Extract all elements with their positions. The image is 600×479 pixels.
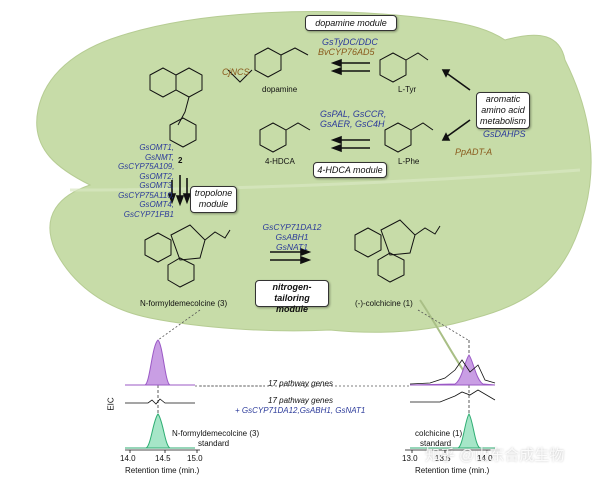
right-trace-row2 (410, 389, 496, 403)
dopamine-module-box: dopamine module (305, 15, 397, 31)
enzyme-adt: PpADT-A (455, 147, 493, 157)
left-trace-row2 (125, 398, 195, 405)
right-peak-std (410, 413, 495, 449)
label-lphe: L-Phe (398, 157, 420, 166)
tick-left-0: 14.0 (120, 454, 136, 463)
nfdc-ring-c (167, 257, 195, 288)
tropolone-module-box: tropolone module (190, 186, 237, 213)
label-dopamine: dopamine (262, 85, 298, 94)
dopamine-module-label: dopamine module (315, 18, 387, 28)
nfdc-ring-a (144, 232, 172, 263)
ltyr-ring (379, 52, 407, 83)
hdca-module-label: 4-HDCA module (317, 165, 383, 175)
cpd2-ring-b (175, 67, 203, 98)
nitrogen-module-box: nitrogen-tailoring module (255, 280, 329, 314)
tick-right-2: 14.0 (477, 454, 493, 463)
nfdc-ring-b (170, 224, 206, 261)
right-trace-row1 (409, 359, 496, 385)
tropolone-module-label-1: tropolone (194, 188, 233, 198)
dotted-connectors (157, 309, 469, 387)
row2-label-1: 17 pathway genes (268, 396, 333, 405)
label-compound-2: 2 (178, 156, 183, 165)
left-peak-row1 (125, 339, 195, 386)
label-4hdca: 4-HDCA (265, 157, 295, 166)
lphe-ring (384, 122, 412, 153)
enzyme-aer-c4h: GsAER, GsC4H (320, 119, 385, 129)
label-ltyr: L-Tyr (398, 85, 417, 94)
left-peak-std (125, 413, 195, 449)
cpd2-ring-c (169, 117, 197, 148)
dopamine-ring (254, 47, 282, 78)
right-peak-row1 (409, 354, 496, 386)
tick-right-0: 13.0 (402, 454, 418, 463)
colch-ring-c (377, 252, 405, 283)
arrows-dopamine (167, 58, 471, 265)
tropolone-enzyme-3: GsCYP75A109, (118, 162, 175, 171)
aromatic-module-box: aromatic amino acid metabolism (476, 92, 530, 129)
enzyme-cjncs: CjNCS (222, 67, 250, 77)
chart-ylabel: EIC (106, 397, 116, 411)
tropolone-module-label-2: module (198, 199, 229, 209)
row1-label: 17 pathway genes (268, 379, 333, 388)
watermark: 知乎 @山东合成生物 (425, 447, 565, 464)
aromatic-label-1: aromatic (485, 94, 521, 104)
tropolone-enzyme-8: GsCYP71FB1 (123, 209, 174, 219)
aromatic-label-3: metabolism (479, 116, 526, 126)
tropolone-enzyme-5: GsOMT3, (139, 181, 174, 190)
hdca-module-box: 4-HDCA module (313, 162, 387, 178)
label-colchicine: (-)-colchicine (1) (355, 299, 413, 308)
tropolone-enzyme-2: GsNMT, (144, 152, 174, 162)
tropolone-enzyme-1: GsOMT1, (139, 143, 174, 152)
std-left-2: standard (198, 439, 230, 448)
colch-ring-b (380, 219, 416, 256)
tropolone-enzyme-6: GsCYP75A110, (118, 190, 174, 200)
label-nfdc: N-formyldemecolcine (3) (140, 299, 228, 308)
eic-chart (125, 339, 500, 453)
colch-ring-a (354, 227, 382, 258)
nitrogen-enzyme-3: GsNAT1 (276, 242, 308, 252)
enzyme-bvcyp: BvCYP76AD5 (318, 47, 375, 57)
tropolone-enzyme-7: GsOMT4, (139, 200, 174, 209)
xlabel-right: Retention time (min.) (415, 466, 490, 475)
nitrogen-enzyme-list: GsCYP71DA12 GsABH1 GsNAT1 (262, 222, 322, 252)
tropolone-enzyme-list: GsOMT1, GsNMT, GsCYP75A109, GsOMT2, GsOM… (118, 143, 174, 219)
leaf-vein (69, 168, 581, 192)
std-left-1: N-formyldemecolcine (3) (172, 429, 260, 438)
xlabel-left: Retention time (min.) (125, 466, 200, 475)
tick-left-1: 14.5 (155, 454, 171, 463)
std-right-2: standard (420, 439, 452, 448)
nitrogen-enzyme-1: GsCYP71DA12 (262, 222, 322, 232)
std-right-1: colchicine (1) (415, 429, 463, 438)
enzyme-tydc: GsTyDC/DDC (322, 37, 378, 47)
tick-right-1: 13.5 (435, 454, 451, 463)
enzyme-pal-ccr: GsPAL, GsCCR, (320, 109, 387, 119)
nitrogen-enzyme-2: GsABH1 (275, 232, 309, 242)
structures (144, 47, 441, 288)
nitrogen-module-label-2: module (275, 304, 308, 314)
nitrogen-module-label-1: nitrogen-tailoring (272, 282, 312, 303)
tick-left-2: 15.0 (187, 454, 203, 463)
tropolone-enzyme-4: GsOMT2, (139, 171, 174, 181)
aromatic-label-2: amino acid (481, 105, 525, 115)
enzyme-dahps: GsDAHPS (483, 129, 526, 139)
row2-label-2: + GsCYP71DA12,GsABH1, GsNAT1 (235, 406, 366, 415)
hdca-ring (259, 122, 287, 153)
